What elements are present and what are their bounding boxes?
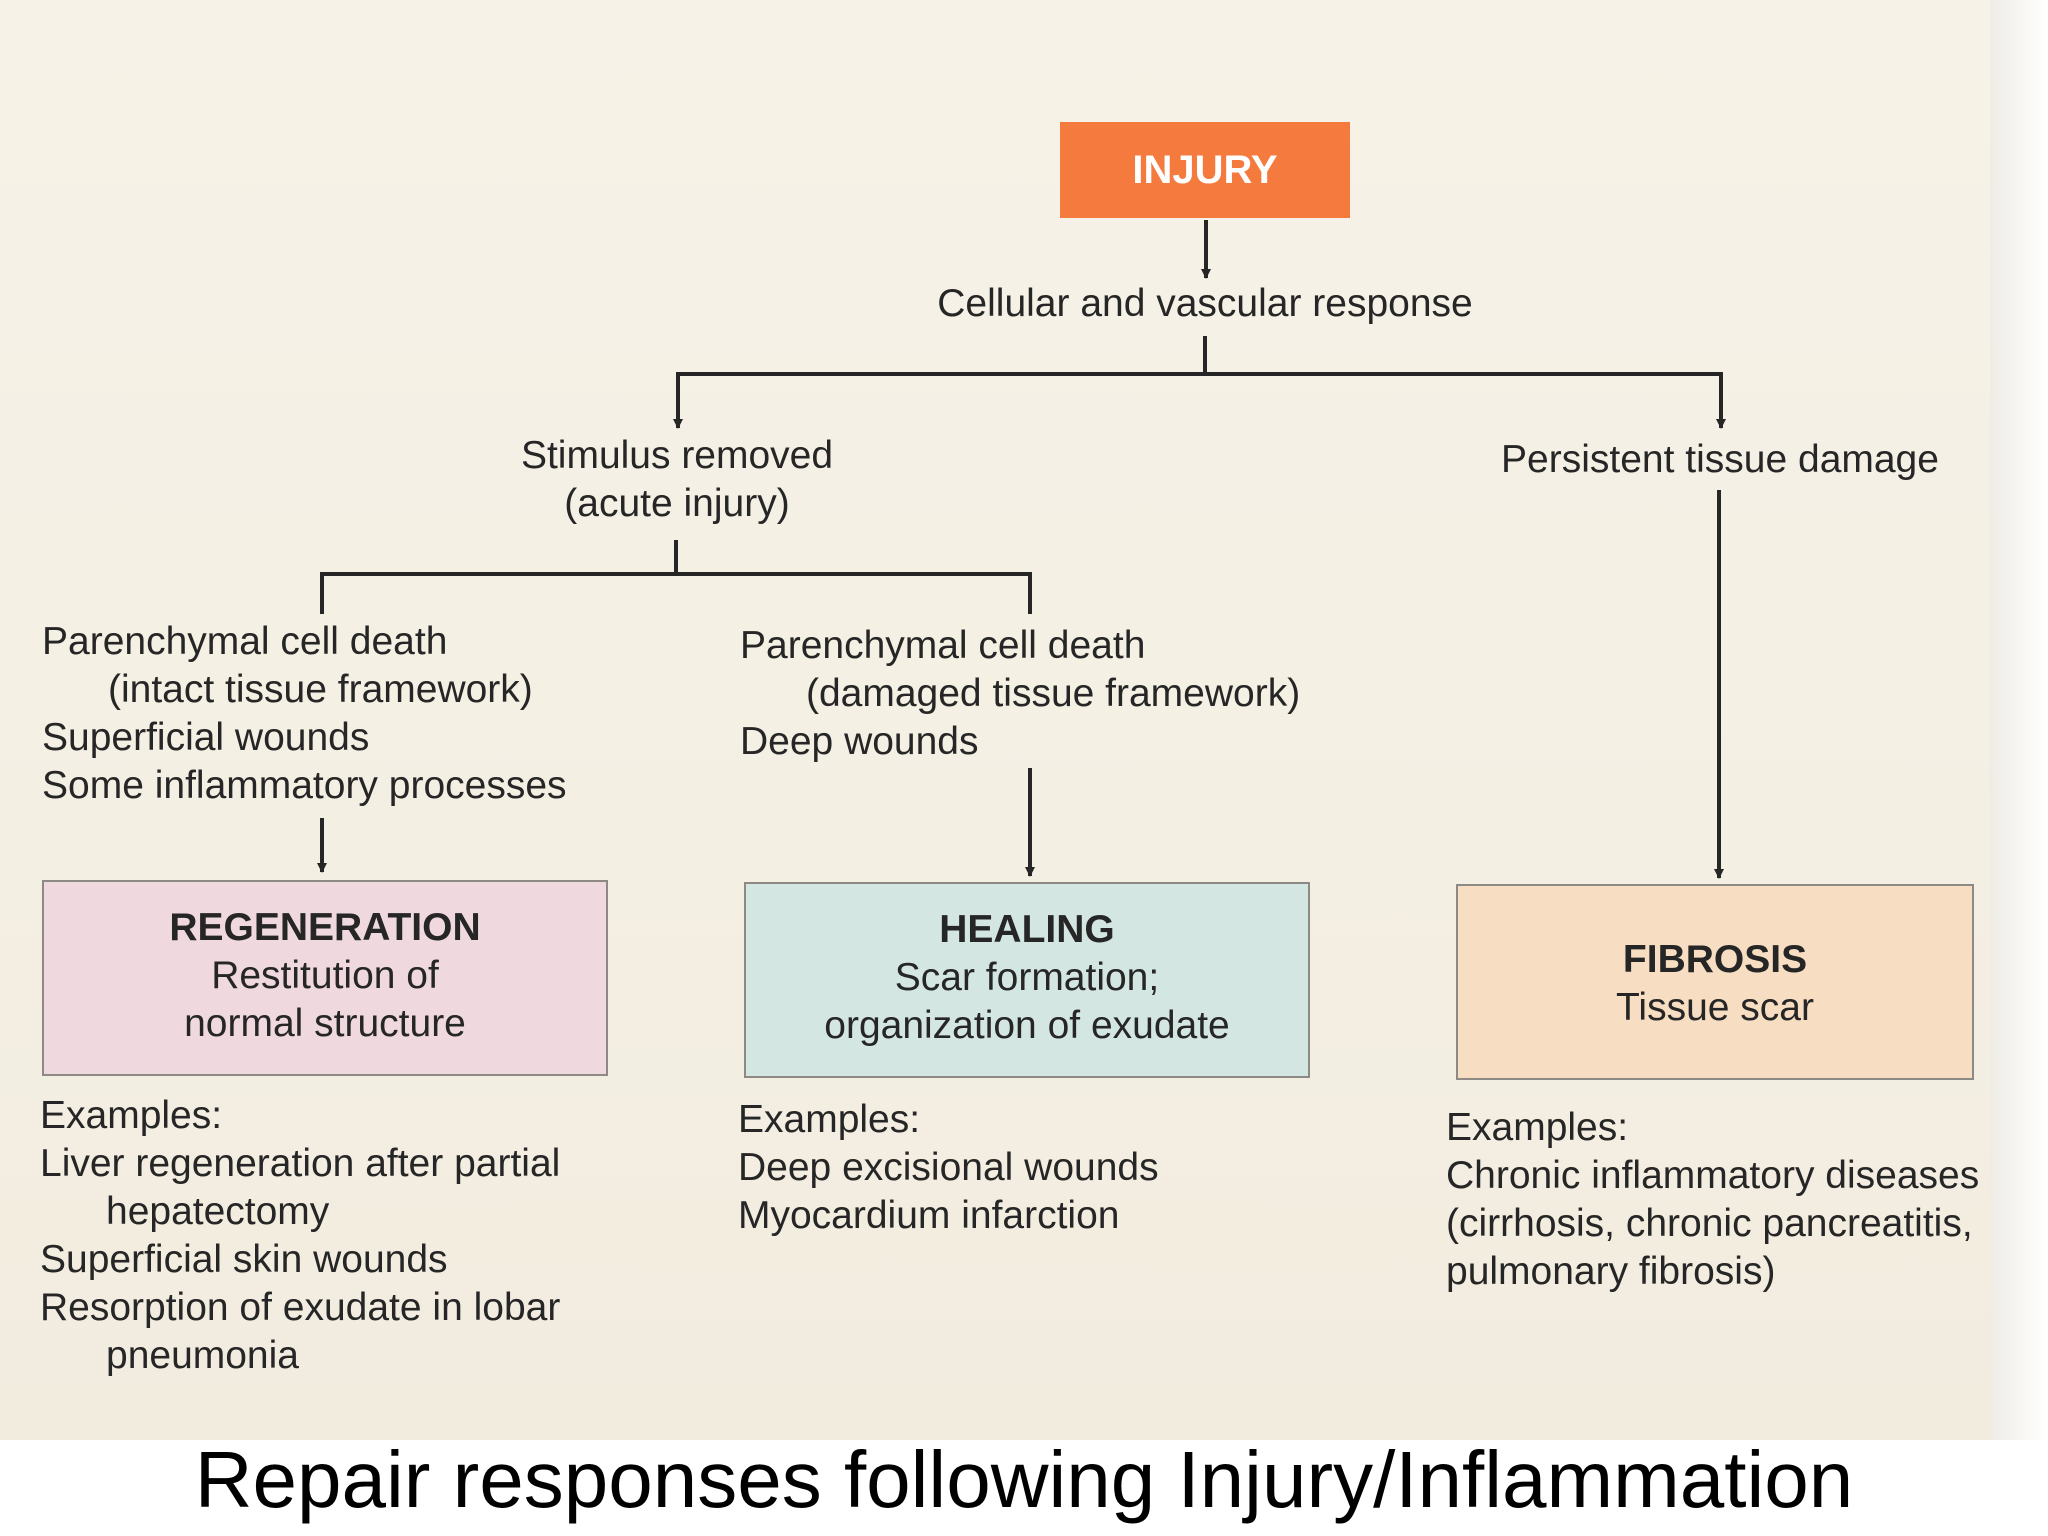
intact-line-1: Parenchymal cell death	[42, 620, 448, 663]
healing-title: HEALING	[939, 908, 1115, 951]
page-edge-shadow	[1990, 0, 2048, 1440]
healing-example-1: Deep excisional wounds	[738, 1146, 1159, 1189]
damaged-line-3: Deep wounds	[740, 720, 979, 763]
healing-example-2: Myocardium infarction	[738, 1194, 1120, 1237]
fibrosis-examples: Examples: Chronic inflammatory diseases …	[1446, 1104, 1979, 1296]
fibrosis-example-1: Chronic inflammatory diseases	[1446, 1154, 1980, 1197]
acute-line-2: (acute injury)	[564, 482, 790, 525]
healing-examples-heading: Examples:	[738, 1098, 921, 1141]
persistent-branch-node: Persistent tissue damage	[1501, 438, 1939, 481]
regeneration-example-5: pneumonia	[106, 1334, 299, 1377]
injury-node: INJURY	[1060, 122, 1350, 218]
regeneration-line-1: Restitution of	[211, 954, 439, 997]
fibrosis-examples-heading: Examples:	[1446, 1106, 1629, 1149]
response-node: Cellular and vascular response	[937, 282, 1473, 325]
slide-caption: Repair responses following Injury/Inflam…	[194, 1435, 1854, 1524]
connector-lines	[317, 220, 1726, 879]
fibrosis-example-2: (cirrhosis, chronic pancreatitis,	[1446, 1202, 1973, 1245]
acute-line-1: Stimulus removed	[520, 434, 834, 477]
intact-framework-list: Parenchymal cell death (intact tissue fr…	[42, 618, 567, 810]
intact-line-2: (intact tissue framework)	[108, 668, 533, 711]
regeneration-node: REGENERATION Restitution of normal struc…	[42, 880, 608, 1076]
damaged-line-2: (damaged tissue framework)	[806, 672, 1301, 715]
intact-line-4: Some inflammatory processes	[42, 764, 567, 807]
acute-branch-node: Stimulus removed (acute injury)	[440, 432, 914, 528]
regeneration-examples: Examples: Liver regeneration after parti…	[40, 1092, 560, 1380]
paper-background	[0, 0, 2010, 1440]
fibrosis-title: FIBROSIS	[1622, 938, 1808, 981]
acute-split	[320, 572, 1032, 614]
regeneration-example-2: hepatectomy	[106, 1190, 330, 1233]
healing-examples: Examples: Deep excisional wounds Myocard…	[738, 1096, 1159, 1240]
intact-line-3: Superficial wounds	[42, 716, 370, 759]
damaged-framework-list: Parenchymal cell death (damaged tissue f…	[740, 622, 1300, 766]
regeneration-example-4: Resorption of exudate in lobar	[40, 1286, 561, 1329]
healing-node: HEALING Scar formation; organization of …	[744, 882, 1310, 1078]
fibrosis-example-3: pulmonary fibrosis)	[1446, 1250, 1776, 1293]
regeneration-example-1: Liver regeneration after partial	[40, 1142, 561, 1185]
healing-line-1: Scar formation;	[894, 956, 1160, 999]
regeneration-line-2: normal structure	[184, 1002, 466, 1045]
regeneration-examples-heading: Examples:	[40, 1094, 223, 1137]
regeneration-title: REGENERATION	[169, 906, 481, 949]
fibrosis-line-1: Tissue scar	[1616, 986, 1814, 1029]
regeneration-example-3: Superficial skin wounds	[40, 1238, 448, 1281]
damaged-line-1: Parenchymal cell death	[740, 624, 1146, 667]
healing-line-2: organization of exudate	[824, 1004, 1230, 1047]
fibrosis-node: FIBROSIS Tissue scar	[1456, 884, 1974, 1080]
